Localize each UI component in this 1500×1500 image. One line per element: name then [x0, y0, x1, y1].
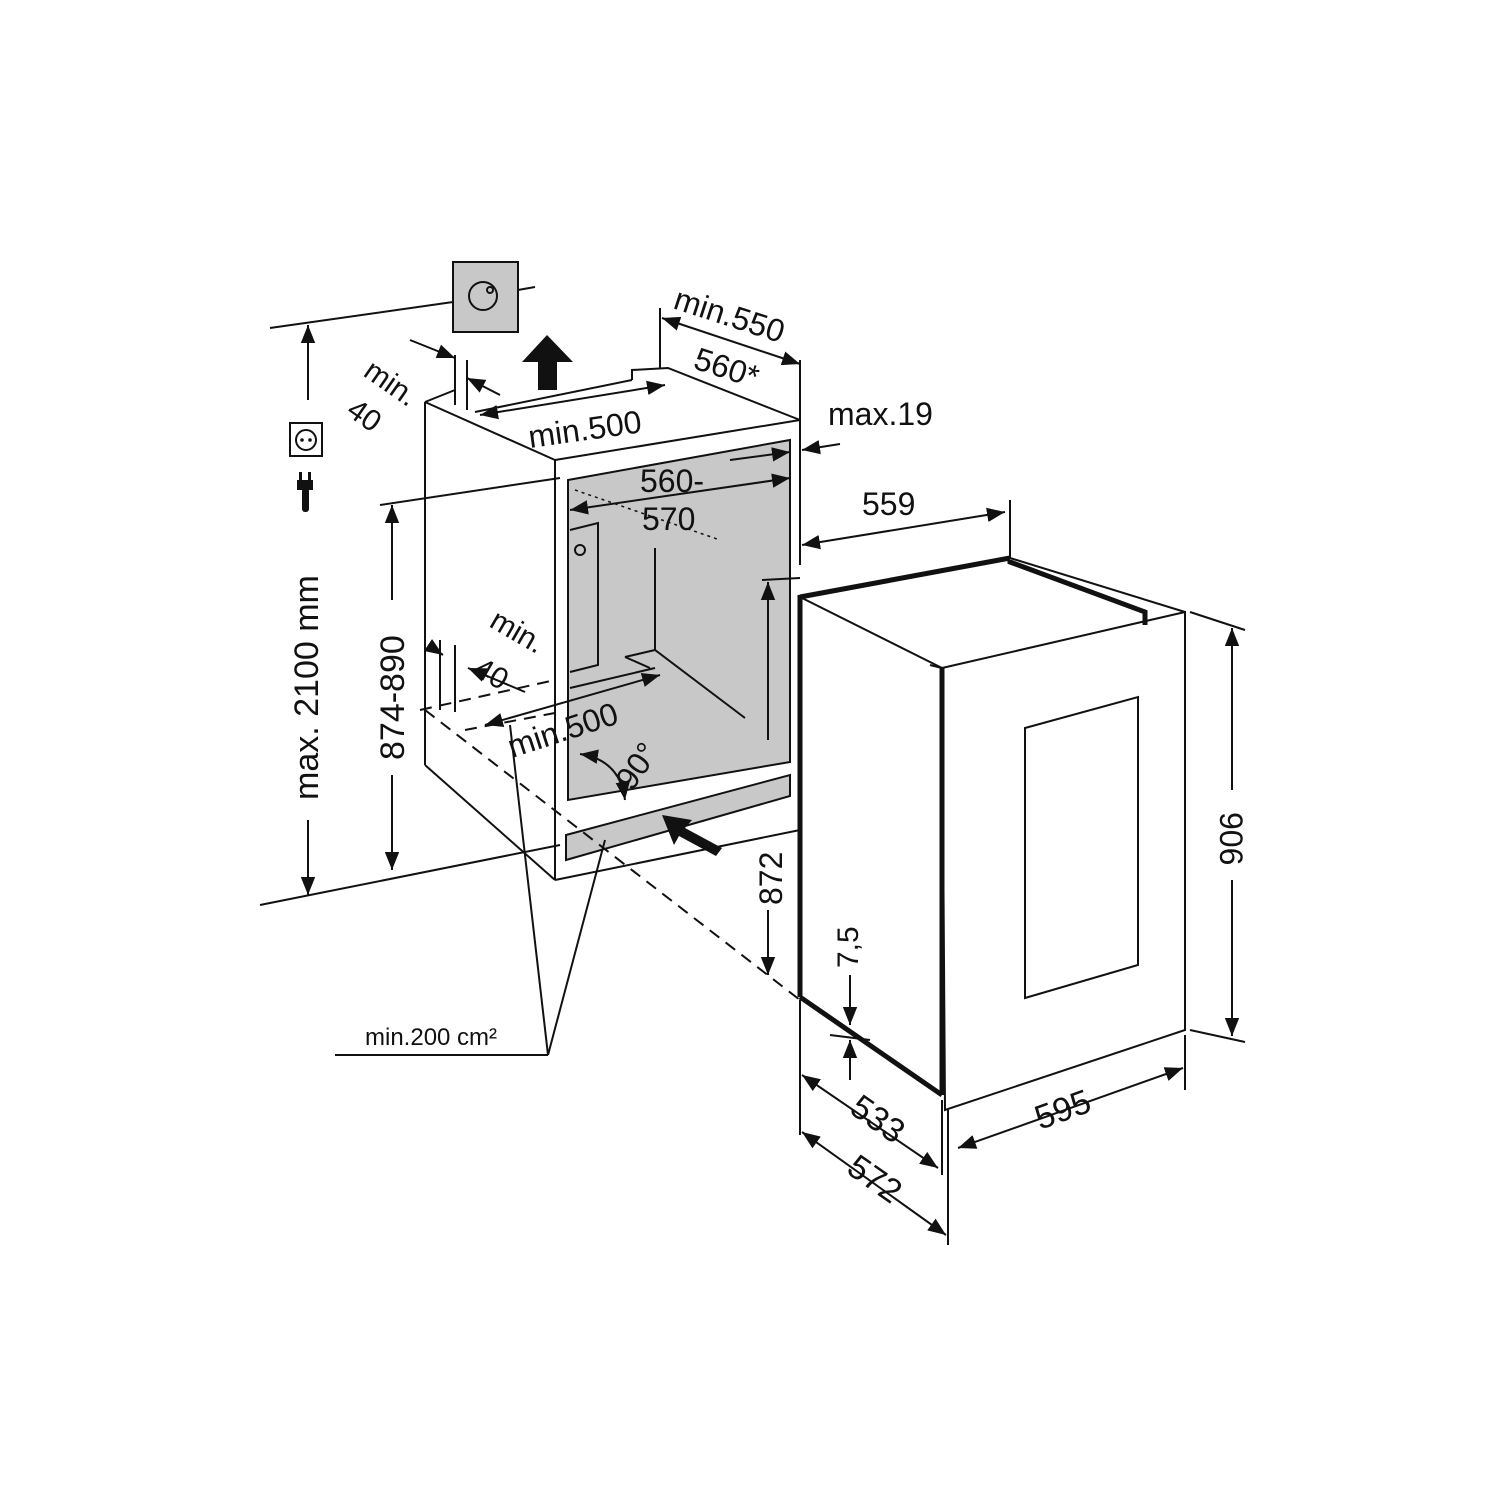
appliance-body-height-dimension	[760, 577, 801, 975]
niche-width-dimension	[569, 440, 841, 515]
bottom-gap-min-label: min.	[485, 603, 551, 660]
depth-dimensions	[799, 1000, 947, 1236]
niche-depth-dimension	[659, 308, 801, 420]
wall-socket-icon	[452, 261, 536, 333]
top-vent-dimensions	[409, 339, 666, 420]
plinth-offset-dimension	[829, 975, 871, 1080]
appliance	[797, 555, 1186, 1112]
niche-depth-min-label: min.550	[670, 280, 789, 349]
vent-area-leader	[335, 724, 606, 1056]
appliance-width-label: 595	[1030, 1082, 1096, 1137]
top-gap-value-label: 40	[341, 393, 387, 439]
max-height-dimension	[259, 301, 561, 906]
appliance-height-dimension	[1189, 611, 1246, 1043]
appliance-body-height-label: 872	[753, 852, 789, 905]
appliance-width-inner-label: 559	[862, 486, 915, 522]
depth-body-label: 533	[843, 1087, 911, 1151]
plinth-vent	[565, 773, 791, 862]
ventilation-arrow-up-icon	[522, 335, 573, 390]
appliance-width-inner-dimension	[801, 500, 1011, 558]
door-window	[1024, 695, 1139, 1000]
plinth-offset-label: 7,5	[832, 926, 865, 968]
top-vent-width-label: min.500	[526, 403, 644, 454]
appliance-width-dimension	[947, 1035, 1186, 1245]
socket-icon	[289, 422, 323, 457]
plug-icon	[297, 472, 313, 512]
niche-height-dimension	[379, 477, 561, 870]
bottom-vent-dimensions	[424, 639, 661, 801]
max-height-label: max. 2100 mm	[288, 575, 326, 800]
niche-height-label: 874-890	[374, 635, 412, 760]
max-door-thickness-label: max.19	[828, 396, 933, 432]
ventilation-arrow-in-icon	[662, 815, 722, 856]
niche-width-bottom-label: 570	[642, 501, 695, 537]
appliance-door	[940, 610, 1186, 1112]
appliance-height-label: 906	[1213, 812, 1249, 865]
niche-width-top-label: 560-	[640, 463, 704, 499]
vent-area-label: min.200 cm²	[365, 1024, 497, 1051]
